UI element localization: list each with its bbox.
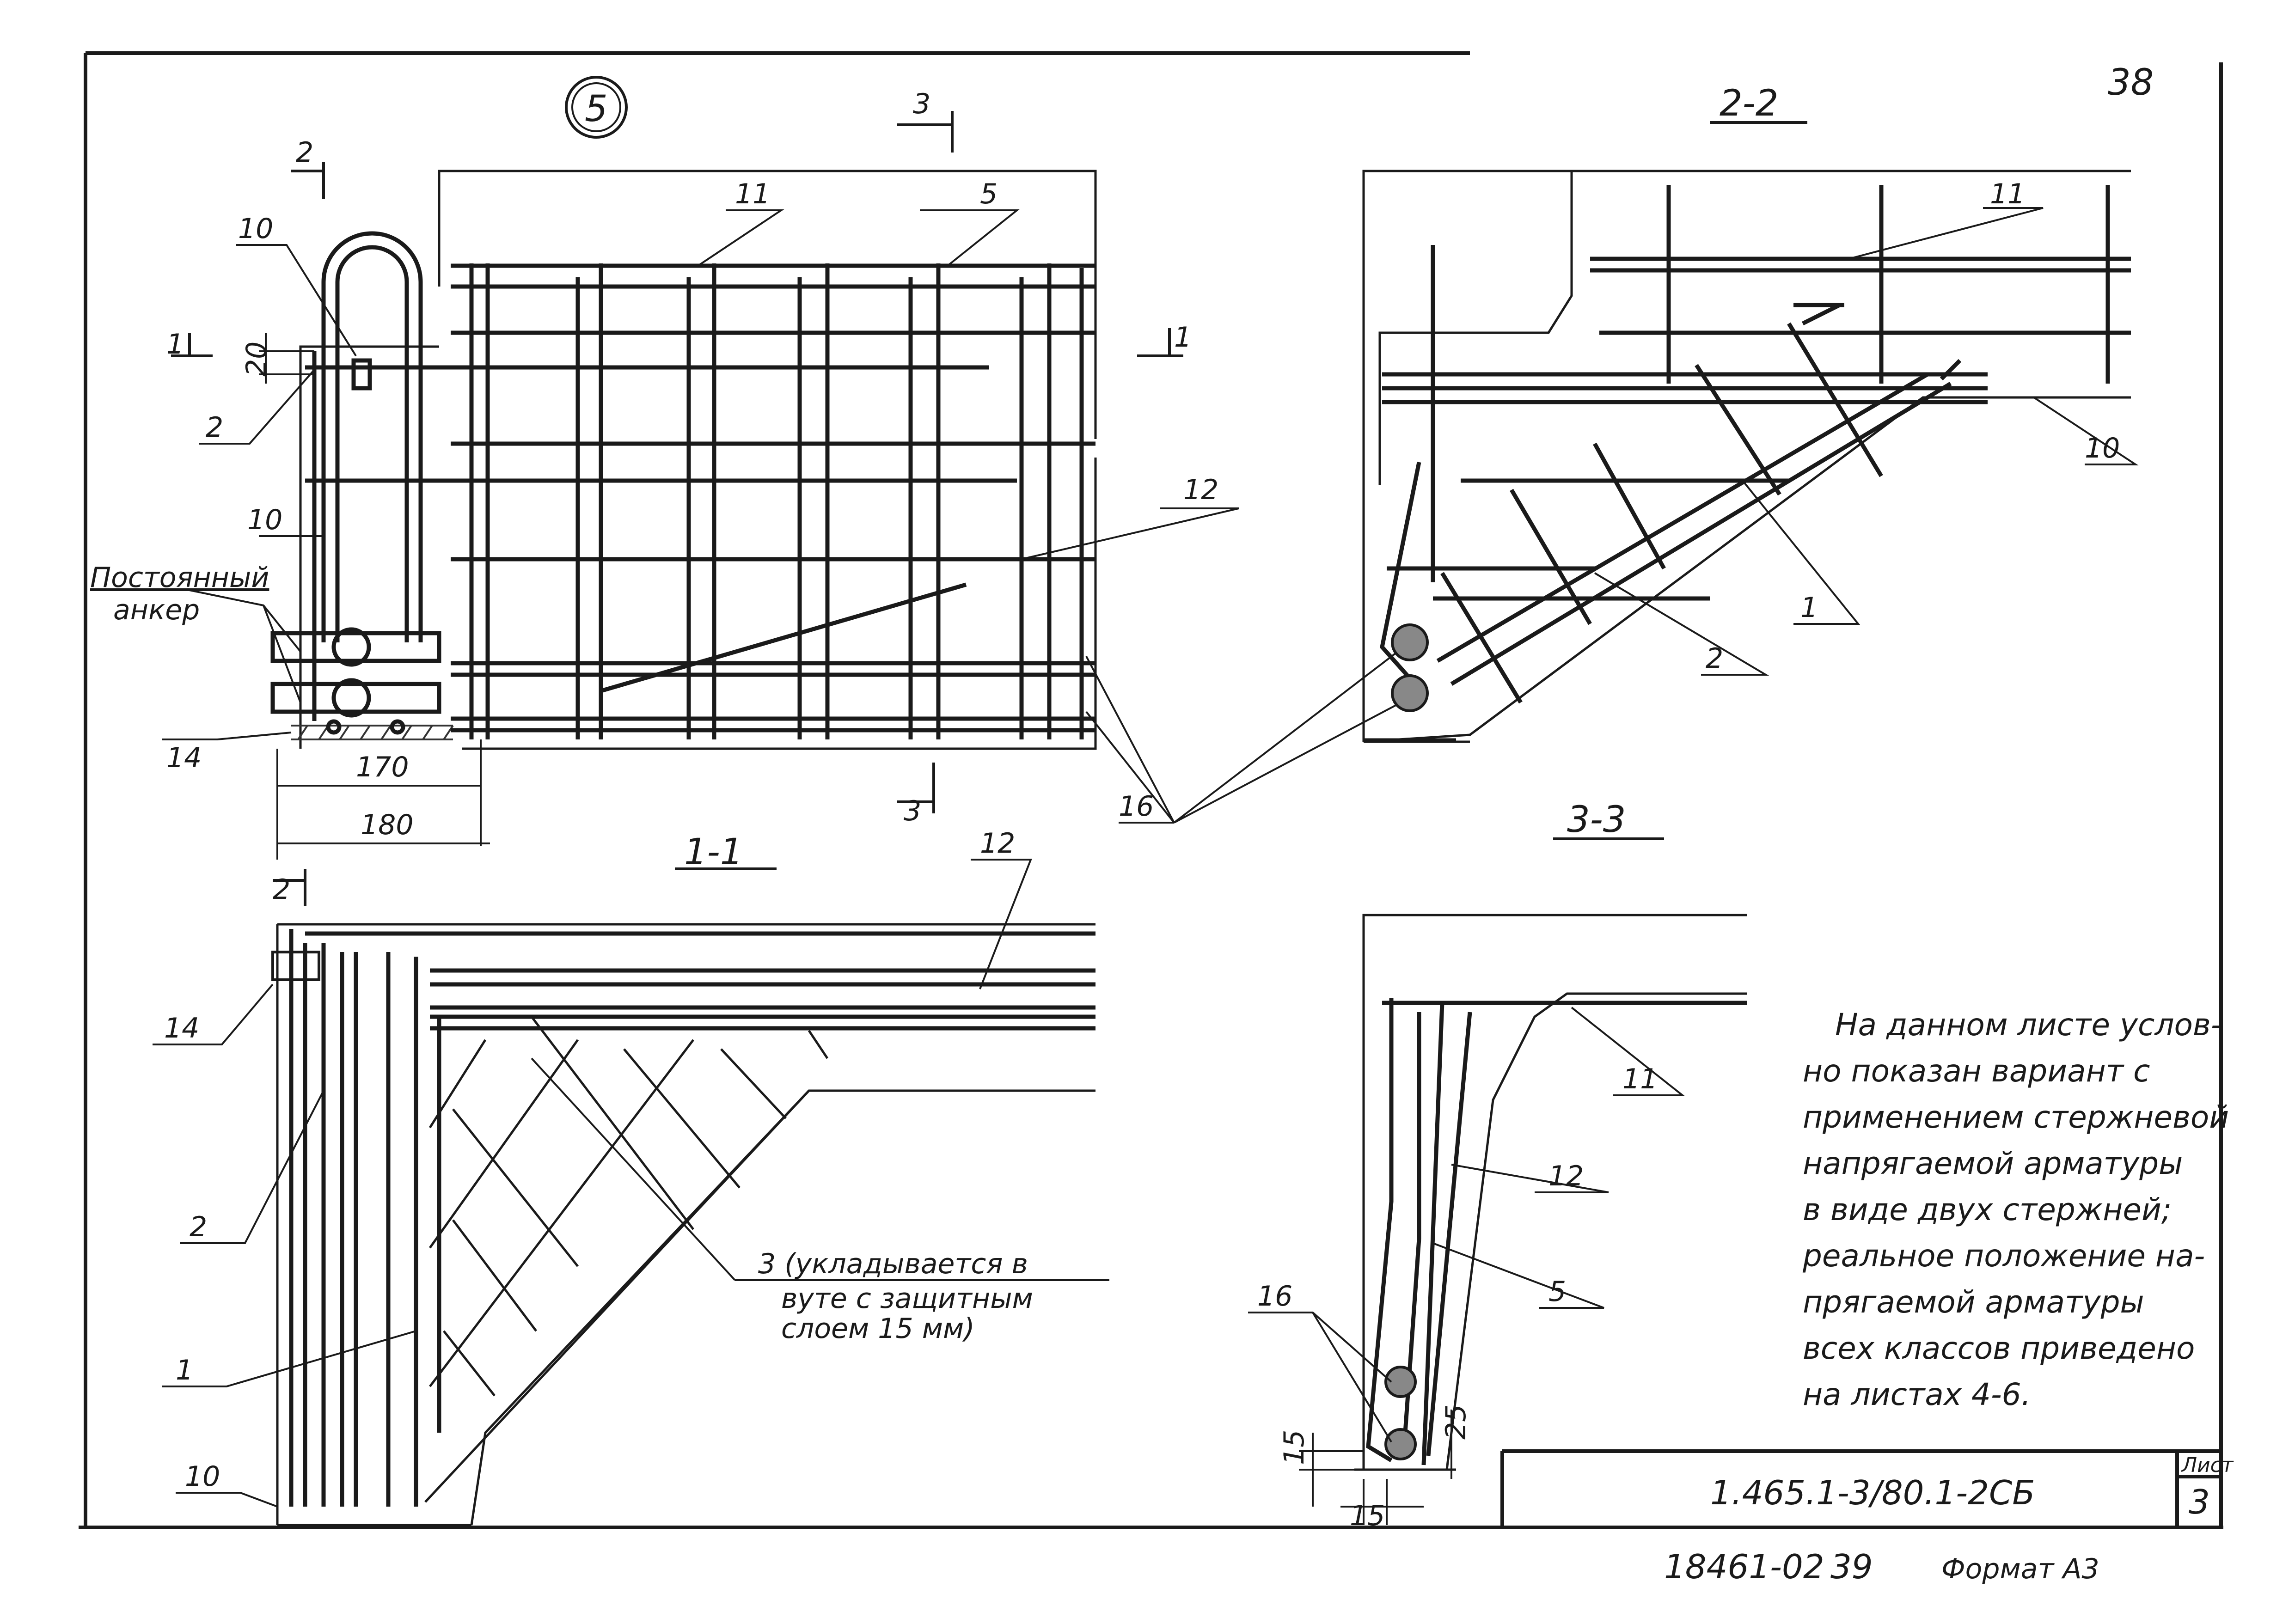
dim-170: 170	[356, 751, 409, 783]
detail-number: 5	[585, 88, 608, 130]
label-12: 12	[1183, 474, 1218, 506]
s11-label-12: 12	[980, 827, 1015, 860]
doc-code: 1.465.1-3/80.1-2СБ	[1710, 1473, 2035, 1512]
s33-label-16: 16	[1257, 1280, 1292, 1313]
detail-marker: 5	[565, 76, 628, 139]
sheet-number: 3	[2189, 1483, 2210, 1521]
section-2-2-title: 2-2	[1720, 83, 1778, 124]
section-1-1-outline	[276, 923, 1095, 1526]
section-1-1-vertical-bars	[271, 929, 441, 1507]
format-label: Формат А3	[1941, 1553, 2099, 1585]
s11-label-10: 10	[185, 1460, 220, 1493]
note-line-2: но показан вариант с	[1803, 1053, 2150, 1089]
cut-marker-1-left	[171, 333, 213, 357]
section-3-3-outline	[1354, 914, 1747, 1471]
elevation-concrete-outline	[299, 170, 1097, 750]
section-3-3-bars	[1366, 998, 1747, 1465]
label-14: 14	[166, 742, 202, 774]
label-16: 16	[1119, 790, 1154, 823]
s11-label-1: 1	[176, 1354, 193, 1386]
s22-label-11: 11	[1990, 178, 2025, 210]
cut-marker-3-top	[897, 111, 954, 153]
s22-label-2: 2	[1706, 642, 1723, 675]
note-line-8: всех классов приведено	[1803, 1331, 2195, 1366]
s33-label-11: 11	[1622, 1063, 1658, 1095]
s22-label-10: 10	[2085, 432, 2120, 464]
s11-note3-line3: слоем 15 мм)	[781, 1313, 975, 1345]
label-5: 5	[980, 178, 998, 210]
cut-marker-2-top	[291, 162, 325, 199]
s11-label-14: 14	[164, 1012, 199, 1044]
section-2-2: 2-2	[1362, 83, 2139, 743]
title-block	[1500, 1449, 2221, 1527]
cut-marker-3-bottom	[897, 763, 935, 813]
cut-label-2-top: 2	[296, 136, 313, 169]
dimension-lines	[259, 333, 490, 860]
section-1-1-horizontal-bars	[305, 931, 1095, 1031]
section-3-3: 3-3	[1248, 799, 1747, 1532]
note-line-1: На данном листе услов-	[1835, 1007, 2222, 1043]
s33-dim-25: 25	[1440, 1404, 1472, 1440]
cut-label-3-top: 3	[913, 88, 930, 120]
cut-label-1-left: 1	[166, 328, 184, 360]
anchor-label-line1: Постоянный	[90, 562, 269, 594]
s11-note3-line1: 3 (укладывается в	[758, 1248, 1028, 1280]
copy-number: 39	[1830, 1547, 1873, 1586]
note-line-7: прягаемой арматуры	[1803, 1284, 2144, 1320]
anchor-label-line2: анкер	[113, 594, 200, 626]
s11-note3-line2: вуте с защитным	[781, 1282, 1033, 1315]
cut-label-2-bottom: 2	[273, 873, 290, 906]
loop-anchor	[270, 231, 441, 735]
section-2-2-outline	[1362, 170, 2131, 743]
section-1-1: 1-1	[153, 827, 1109, 1526]
s11-label-2: 2	[190, 1211, 207, 1243]
s22-label-1: 1	[1800, 592, 1818, 624]
s33-label-12: 12	[1548, 1160, 1584, 1192]
section-1-1-haunch-bars	[424, 1016, 829, 1503]
support-plate-hatch	[291, 725, 454, 740]
s33-label-5: 5	[1548, 1276, 1566, 1308]
section-1-1-leaders	[153, 859, 1109, 1508]
note-line-9: на листах 4-6.	[1803, 1377, 2031, 1412]
s33-dim-15a: 15	[1278, 1430, 1310, 1465]
elevation-leaders	[162, 209, 1239, 740]
note-line-6: реальное положение на-	[1802, 1238, 2205, 1274]
elevation-view: 5	[90, 76, 1411, 906]
tendon-circle-upper	[1391, 623, 1429, 661]
note-line-5: в виде двух стержней;	[1803, 1192, 2172, 1227]
label-10: 10	[238, 213, 273, 245]
cut-marker-2-bottom	[273, 869, 306, 906]
label-2: 2	[206, 411, 223, 444]
section-3-3-leaders	[1248, 1007, 1685, 1525]
tendon-circle-lower	[1391, 674, 1429, 712]
note-line-4: напрягаемой арматуры	[1803, 1146, 2183, 1181]
cut-marker-1-right	[1137, 328, 1183, 357]
section-2-2-leaders	[1594, 207, 2139, 676]
cut-label-1-right: 1	[1174, 321, 1192, 354]
label-16-leaders	[1085, 641, 1411, 824]
sheet-label: Лист	[2181, 1453, 2234, 1477]
general-note: На данном листе услов- но показан вариан…	[1802, 1007, 2229, 1412]
dim-10: 10	[247, 504, 282, 536]
s33-dim-15b: 15	[1350, 1500, 1385, 1532]
label-11: 11	[735, 178, 770, 210]
sheet-frame	[79, 51, 2223, 1529]
section-1-1-title: 1-1	[684, 831, 743, 873]
page-number: 38	[2108, 62, 2154, 104]
inventory-number: 18461-02	[1664, 1547, 1824, 1586]
cut-label-3-bottom: 3	[904, 795, 921, 827]
dim-180: 180	[361, 809, 414, 841]
section-3-3-title: 3-3	[1567, 799, 1626, 841]
elevation-horizontal-bars	[305, 263, 1095, 733]
note-line-3: применением стержневой	[1803, 1099, 2229, 1135]
s33-tendon-lower	[1384, 1428, 1417, 1460]
section-2-2-bars	[1380, 185, 2131, 704]
dim-20: 20	[240, 342, 273, 377]
s33-tendon-upper	[1384, 1366, 1417, 1398]
